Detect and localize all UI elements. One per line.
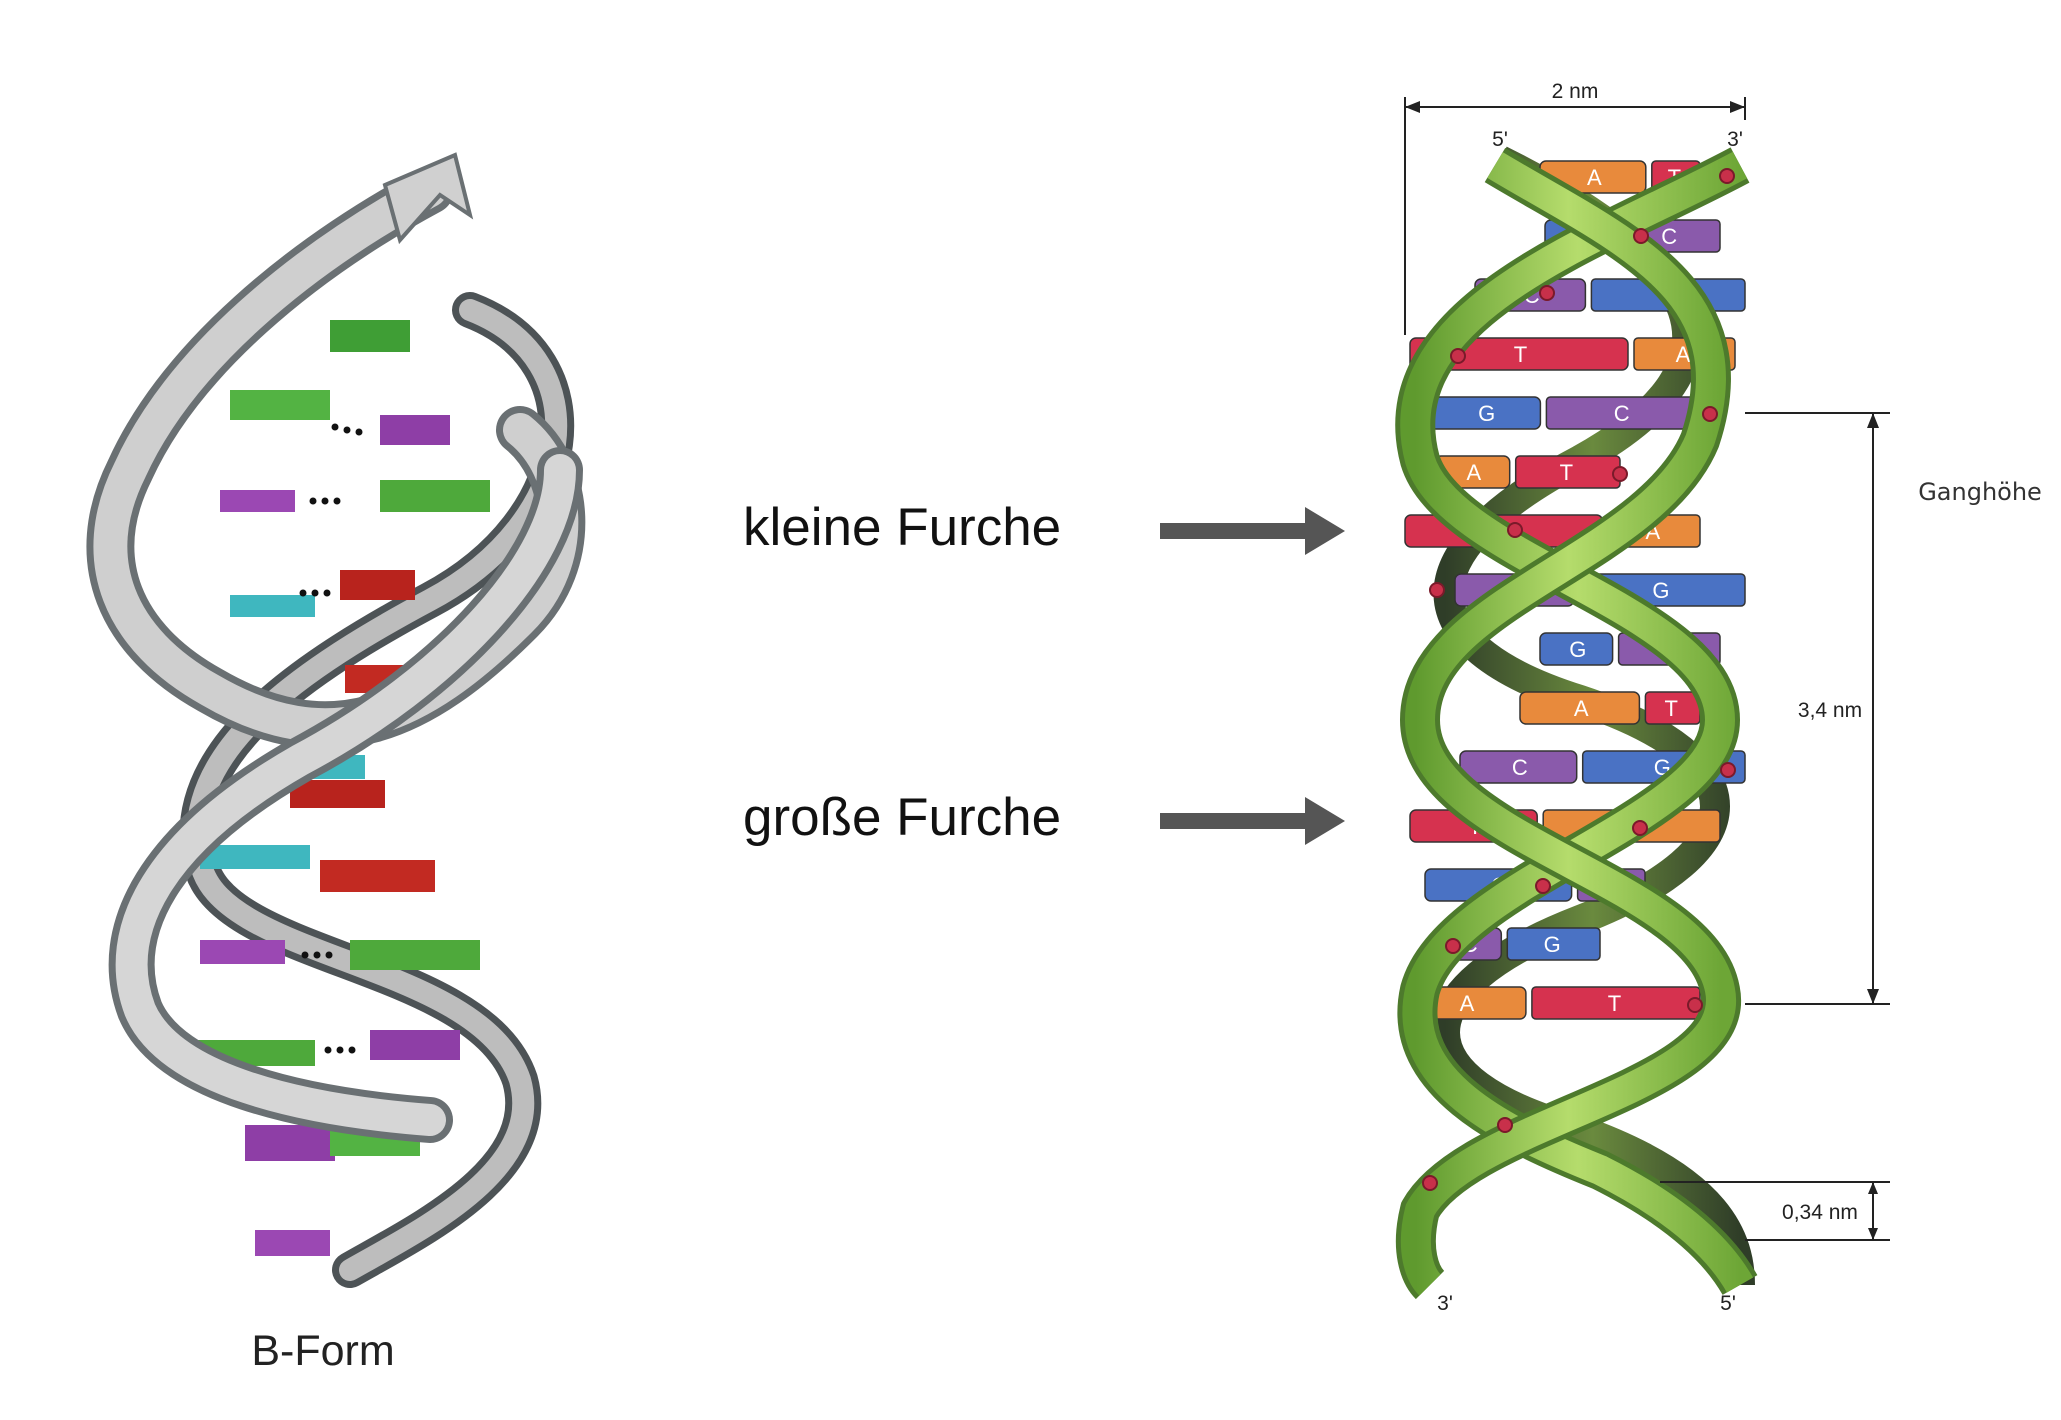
hydrogen-bonds	[299, 423, 363, 1054]
base-left	[1519, 691, 1641, 725]
base-right-letter: C	[1661, 224, 1677, 249]
base-left-letter: A	[1467, 460, 1482, 485]
b-form-model: B-Form	[86, 152, 586, 1375]
base-left	[1539, 632, 1614, 666]
strand-arrowhead	[382, 152, 474, 245]
phosphate-dots	[1422, 168, 1736, 1191]
minor-groove-callout: kleine Furche	[743, 498, 1345, 557]
base-right	[1506, 927, 1601, 961]
base-right-letter: T	[1608, 991, 1621, 1016]
width-label: 2 nm	[1552, 80, 1599, 103]
base-left-letter: A	[1574, 696, 1589, 721]
minor-groove-label: kleine Furche	[743, 498, 1061, 557]
end-label-bottom-left: 3'	[1437, 1292, 1453, 1315]
base-right-letter: G	[1544, 932, 1561, 957]
base-right-letter: A	[1676, 342, 1691, 367]
base-right-letter: T	[1560, 460, 1573, 485]
end-label-top-left: 5'	[1492, 128, 1508, 151]
base-left-letter: G	[1478, 401, 1495, 426]
pitch-value: 3,4 nm	[1798, 699, 1862, 722]
minor-groove-arrow-icon	[1160, 507, 1345, 555]
major-groove-callout: große Furche	[743, 788, 1345, 847]
end-label-bottom-right: 5'	[1720, 1292, 1736, 1315]
base-right-letter: T	[1664, 696, 1677, 721]
major-groove-label: große Furche	[743, 788, 1061, 847]
base-left-letter: C	[1512, 755, 1528, 780]
base-left-letter: G	[1569, 637, 1586, 662]
pitch-label: Ganghöhe	[1918, 478, 2042, 506]
base-left-letter: A	[1587, 165, 1602, 190]
base-right-letter: C	[1614, 401, 1630, 426]
base-right-letter: G	[1652, 578, 1669, 603]
rise-value: 0,34 nm	[1782, 1201, 1858, 1224]
base-left-letter: A	[1460, 991, 1475, 1016]
b-form-caption: B-Form	[251, 1327, 394, 1375]
rung-base	[330, 320, 410, 352]
end-label-top-right: 3'	[1727, 128, 1743, 151]
major-groove-arrow-icon	[1160, 797, 1345, 845]
base-left-letter: T	[1514, 342, 1527, 367]
